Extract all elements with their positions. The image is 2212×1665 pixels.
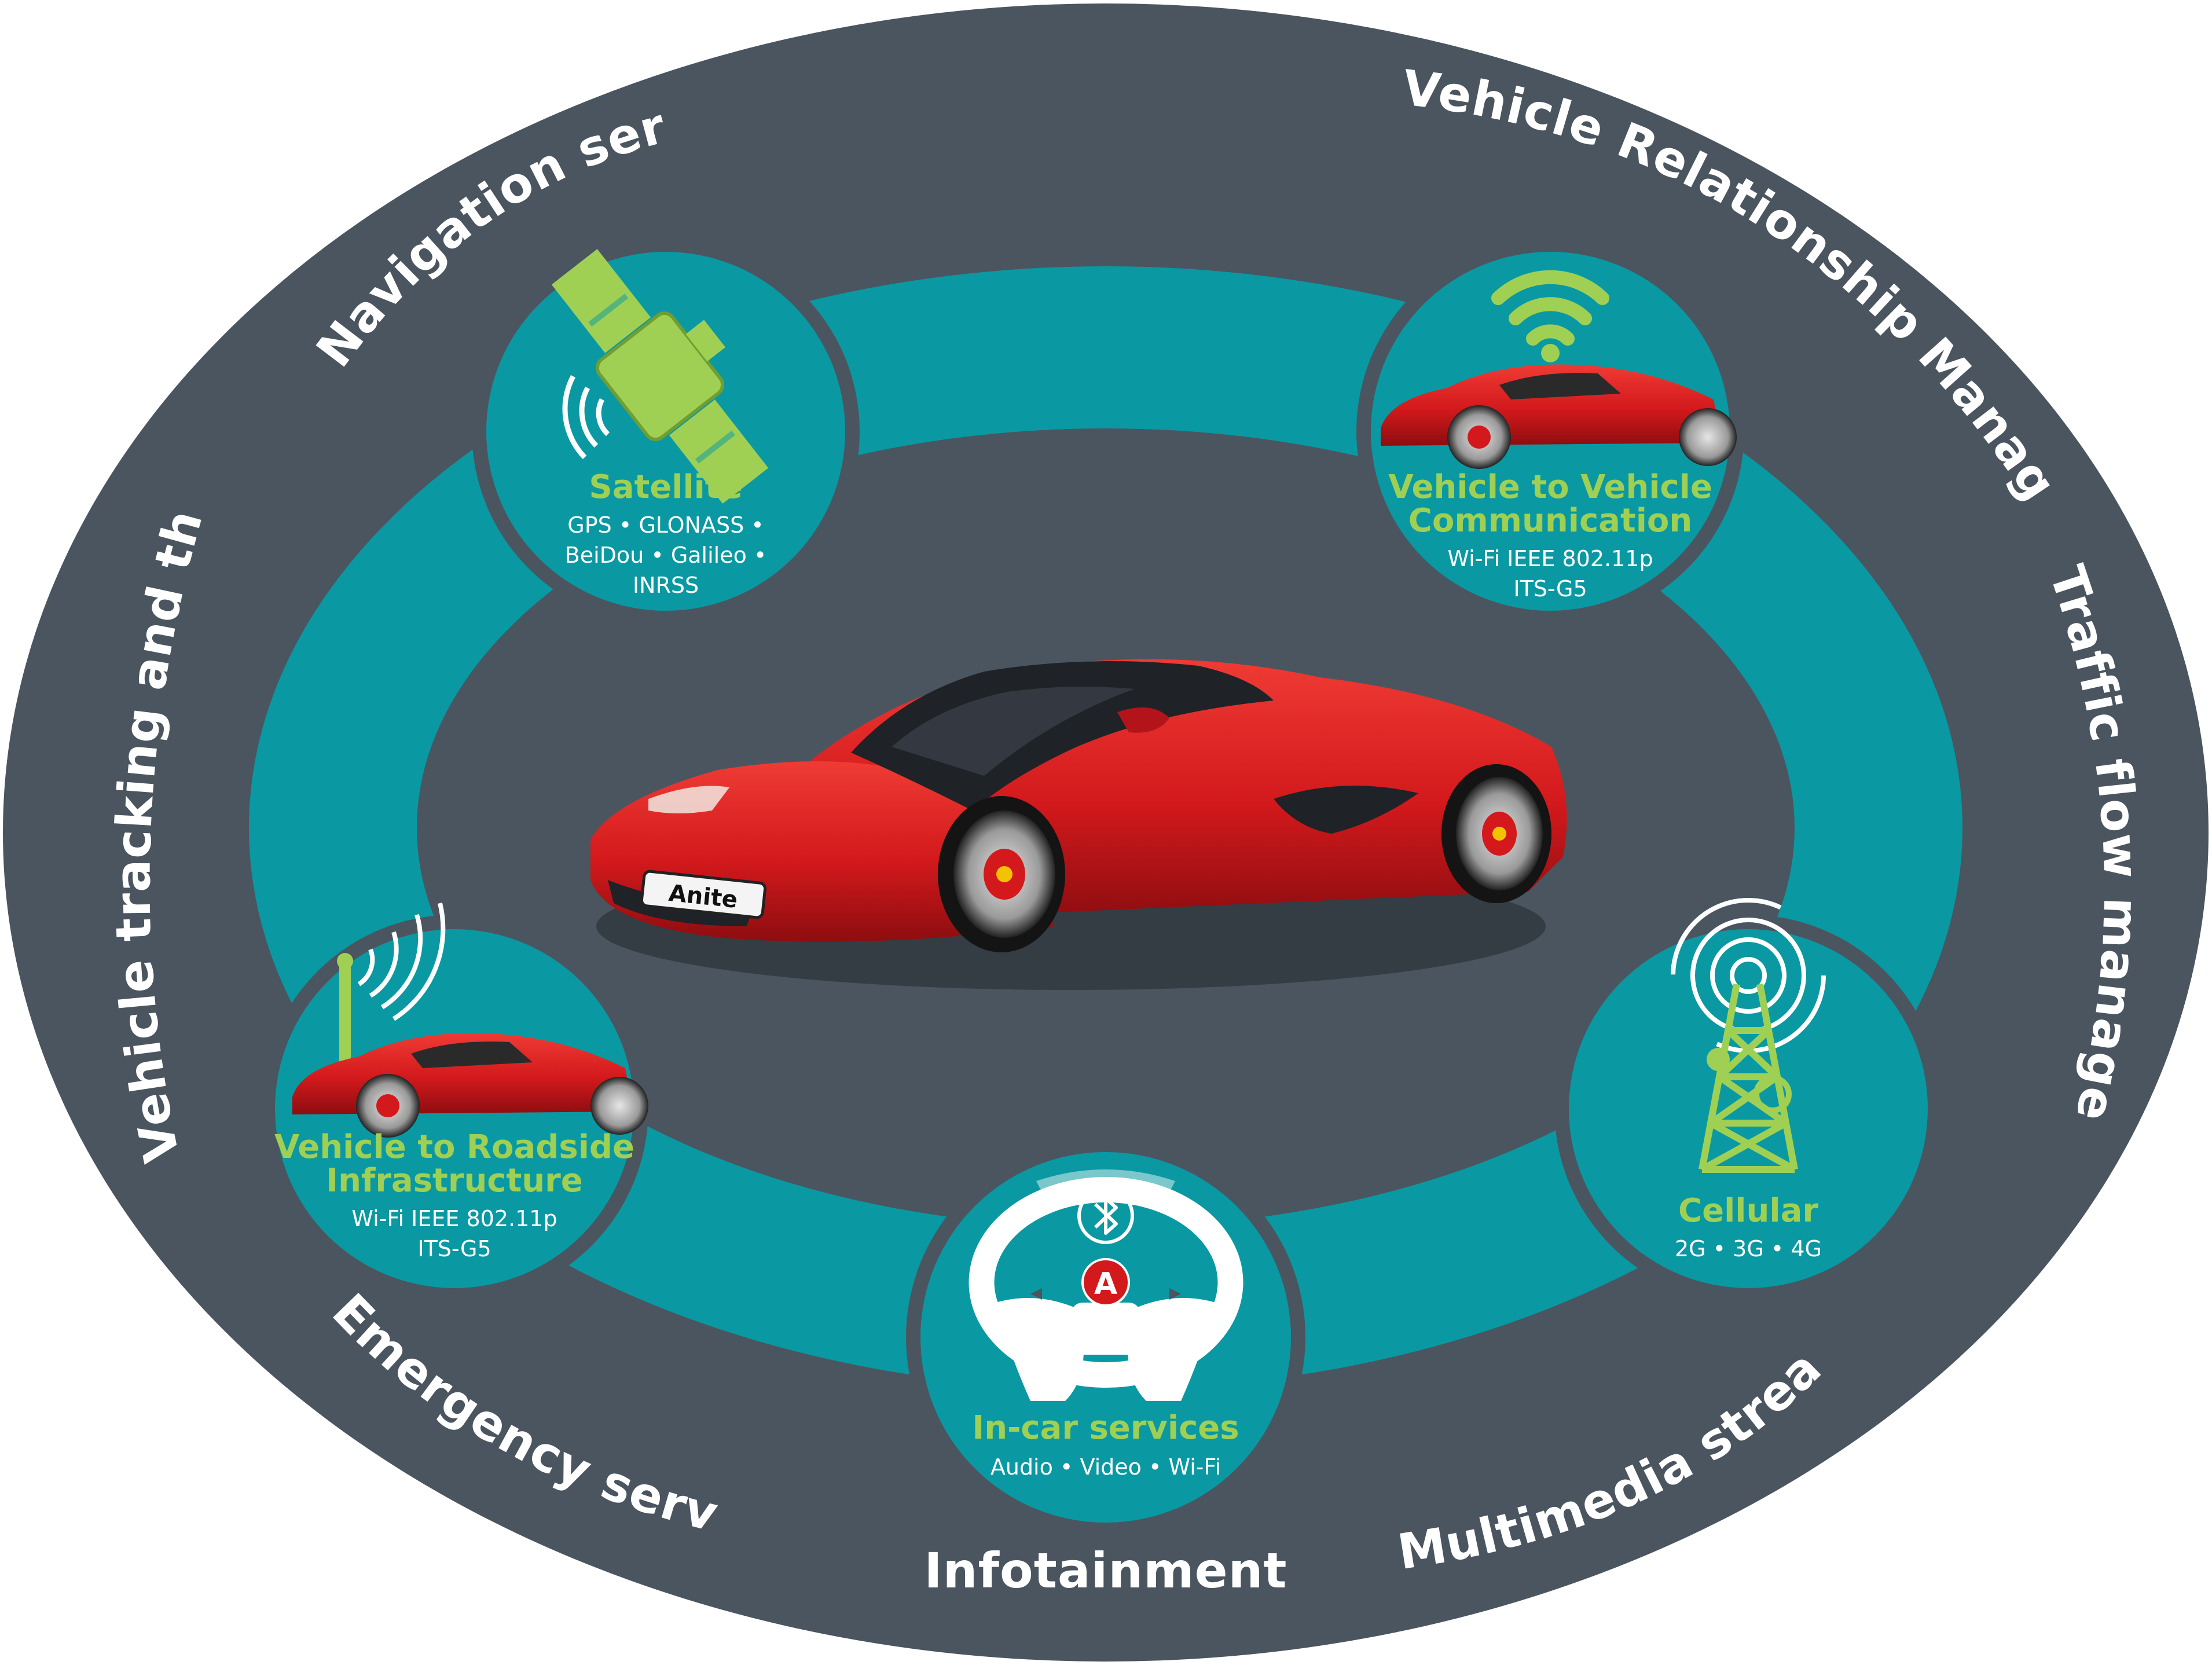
node-vehicle-to-vehicle: Vehicle to Vehicle Communication Wi-Fi I… (1356, 237, 1744, 625)
label-infotainment: Infotainment (924, 1542, 1287, 1599)
v2v-title-line-2: Communication (1408, 502, 1693, 540)
cell-tower-icon (1671, 898, 1826, 1173)
satellite-line-1: GPS • GLONASS • (567, 512, 764, 538)
v2i-line-1: Wi-Fi IEEE 802.11p (351, 1206, 557, 1231)
incar-line-1: Audio • Video • Wi-Fi (991, 1454, 1221, 1480)
roadside-antenna-icon (337, 903, 446, 1065)
cellular-title: Cellular (1678, 1192, 1818, 1230)
node-vehicle-to-roadside: Vehicle to Roadside Infrastructure Wi-Fi… (261, 903, 648, 1303)
front-wheel (938, 796, 1065, 952)
bluetooth-icon (1077, 1187, 1134, 1244)
v2v-title-line-1: Vehicle to Vehicle (1388, 468, 1712, 506)
node-in-car-services: A In-car services Audio • Video • Wi-Fi (906, 1138, 1305, 1537)
wifi-icon (1491, 270, 1609, 362)
satellite-line-3: INRSS (633, 573, 699, 598)
v2v-line-1: Wi-Fi IEEE 802.11p (1447, 546, 1653, 571)
satellite-line-2: BeiDou • Galileo • (565, 542, 767, 568)
rear-wheel (1441, 764, 1551, 903)
incar-title: In-car services (972, 1409, 1239, 1447)
v2v-line-2: ITS-G5 (1513, 576, 1587, 602)
node-cellular: Cellular 2G • 3G • 4G (1554, 898, 1942, 1303)
brand-logo-badge: A (1081, 1258, 1130, 1307)
mini-car-icon (292, 1033, 648, 1138)
sports-car-illustration: Anite (590, 659, 1567, 990)
license-plate: Anite (640, 870, 767, 919)
v2i-title-line-2: Infrastructure (326, 1162, 583, 1200)
satellite-icon (551, 249, 769, 504)
v2i-title-line-1: Vehicle to Roadside (274, 1128, 634, 1166)
satellite-title: Satellite (589, 468, 742, 506)
cellular-line-1: 2G • 3G • 4G (1675, 1236, 1822, 1261)
badge-letter: A (1094, 1267, 1117, 1301)
steering-wheel-icon (969, 1177, 1243, 1401)
mini-car-icon (1381, 364, 1737, 469)
v2i-line-2: ITS-G5 (417, 1236, 491, 1261)
node-satellite: Satellite GPS • GLONASS • BeiDou • Galil… (472, 237, 860, 625)
